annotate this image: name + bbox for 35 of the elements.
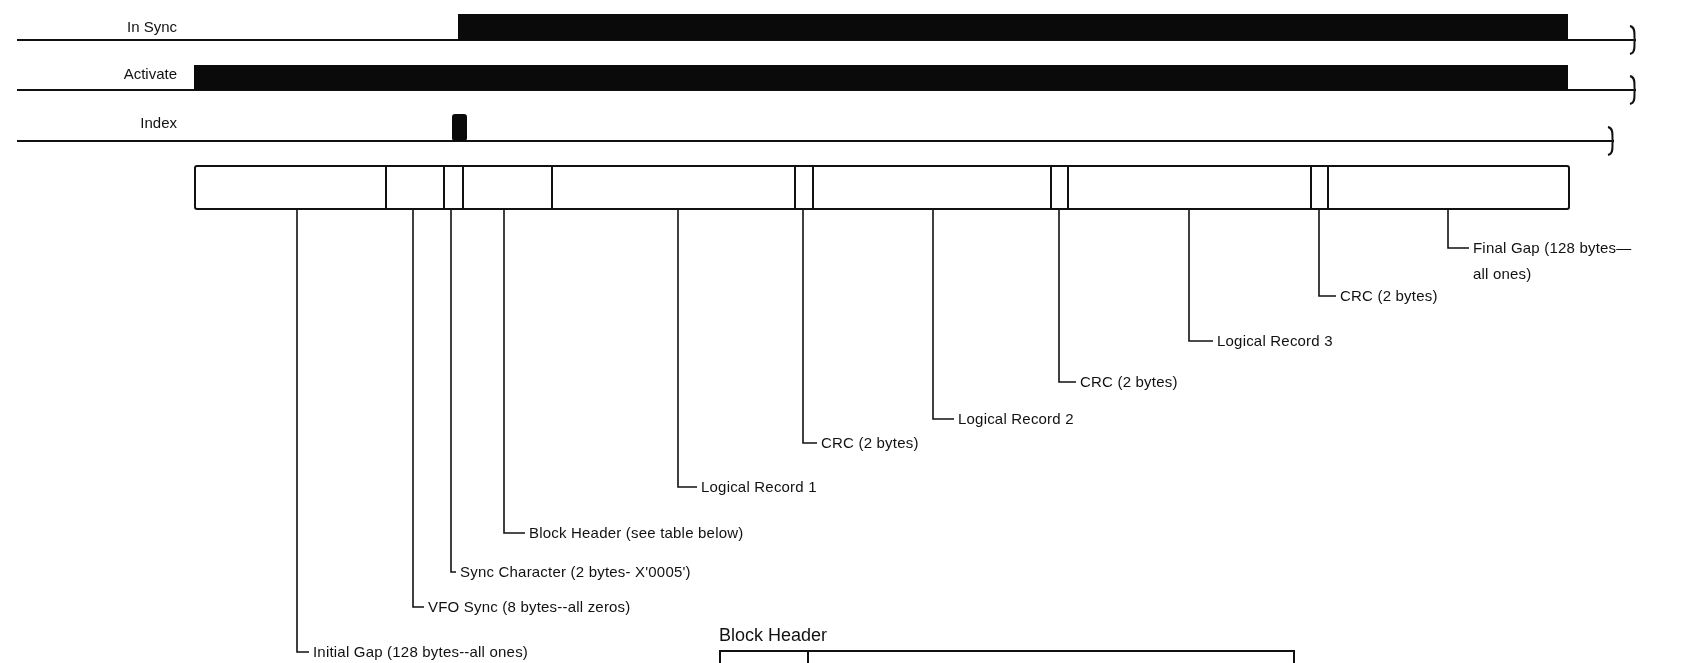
block-field-segment [443, 165, 464, 210]
leader-line [1188, 209, 1214, 342]
callout-label: CRC (2 bytes) [821, 431, 919, 455]
callout-label: CRC (2 bytes) [1080, 370, 1178, 394]
signal-name: Activate [122, 65, 177, 83]
signal-name: In Sync [125, 18, 177, 36]
callout-label: Logical Record 2 [958, 407, 1074, 431]
leader-line [677, 209, 698, 488]
block-field-segment [794, 165, 814, 210]
leader-line [503, 209, 526, 534]
callout-label: Sync Character (2 bytes- X'0005') [460, 560, 691, 584]
callout-label: Final Gap (128 bytes— all ones) [1473, 235, 1645, 287]
leader-line [450, 209, 457, 573]
callout-label: CRC (2 bytes) [1340, 284, 1438, 308]
callout-label: Logical Record 1 [701, 475, 817, 499]
block-field-segment [462, 165, 553, 210]
leader-line [296, 209, 310, 653]
leader-line [1318, 209, 1337, 297]
callout-label: Logical Record 3 [1217, 329, 1333, 353]
block-field-segment [194, 165, 387, 210]
block-field-segment [1327, 165, 1570, 210]
block-field-segment [812, 165, 1052, 210]
block-field-segment [385, 165, 445, 210]
callout-label: Initial Gap (128 bytes--all ones) [313, 640, 529, 663]
leader-line [932, 209, 955, 420]
leader-line [412, 209, 425, 608]
block-field-segment [1067, 165, 1312, 210]
table-heading: Block Header [719, 624, 829, 646]
leader-line [802, 209, 818, 444]
callout-label: Block Header (see table below) [529, 521, 744, 545]
callout-label: VFO Sync (8 bytes--all zeros) [428, 595, 631, 619]
signal-name: Index [139, 114, 177, 132]
leader-line [1058, 209, 1077, 383]
block-field-segment [551, 165, 796, 210]
leader-line [1447, 209, 1470, 249]
